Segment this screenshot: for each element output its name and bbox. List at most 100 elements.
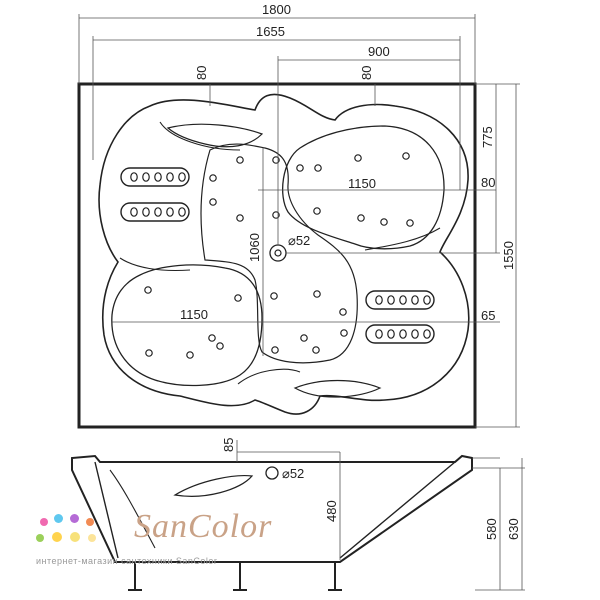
- logo-dot: [36, 534, 44, 542]
- dim-drain-diameter: ⌀52: [288, 233, 310, 248]
- panel-jet: [154, 207, 162, 217]
- center-channel: [200, 143, 358, 364]
- dim-overall-width: 1800: [262, 2, 291, 17]
- panel-jet: [154, 172, 162, 182]
- logo-dot: [86, 518, 94, 526]
- logo-dot: [54, 514, 63, 523]
- dim-rim-right: 80: [359, 66, 374, 80]
- jet-panels-right: [365, 290, 435, 344]
- jet-panel-upper-right: [365, 290, 435, 310]
- hydro-jet: [272, 211, 280, 219]
- drain-outer: [269, 244, 287, 262]
- panel-jet: [387, 329, 395, 339]
- hydro-jet: [380, 218, 388, 226]
- hydro-jet: [145, 349, 153, 357]
- dim-side-height-min: 580: [484, 518, 499, 540]
- hydro-jet: [314, 164, 322, 172]
- hydro-jet: [236, 214, 244, 222]
- hydro-jet: [271, 346, 279, 354]
- panel-jet: [178, 172, 186, 182]
- dim-seat-lower: 1150: [180, 307, 208, 322]
- upper-headrest: [166, 123, 264, 148]
- logo-dot: [40, 518, 48, 526]
- hydro-jet: [340, 329, 348, 337]
- drain: [269, 244, 287, 262]
- hydro-jet: [209, 174, 217, 182]
- basin-outline: [98, 93, 470, 415]
- hydro-jet: [300, 334, 308, 342]
- hydro-jet: [186, 351, 194, 359]
- hydro-jet: [209, 198, 217, 206]
- dim-rim-left: 80: [194, 66, 209, 80]
- jet-panel-lower-left: [120, 202, 190, 222]
- hydro-jet: [406, 219, 414, 227]
- panel-jet: [375, 329, 383, 339]
- top-view: [77, 82, 477, 429]
- left-ridge: [119, 257, 191, 271]
- hydro-jet: [272, 156, 280, 164]
- panel-jet: [375, 295, 383, 305]
- logo-dot: [52, 532, 62, 542]
- sancolor-logo: SanColor интернет-магазин сантехники San…: [30, 506, 280, 576]
- drain-inner: [274, 249, 282, 257]
- hydro-jet: [208, 334, 216, 342]
- right-ridge: [364, 227, 441, 251]
- hydro-jet: [312, 346, 320, 354]
- side-view: [71, 454, 473, 591]
- panel-jet: [411, 295, 419, 305]
- dim-inner-width: 1655: [256, 24, 285, 39]
- panel-jet: [142, 172, 150, 182]
- hydro-jet: [236, 156, 244, 164]
- hydro-jet: [402, 152, 410, 160]
- brand-name: SanColor: [134, 508, 273, 545]
- hydro-jet: [216, 342, 224, 350]
- panel-jet: [423, 329, 431, 339]
- side-armrest: [173, 475, 254, 497]
- upper-headrest-ridge: [159, 121, 241, 151]
- dim-side-height-max: 630: [506, 518, 521, 540]
- panel-jet: [399, 295, 407, 305]
- dim-right-mid: 80: [481, 175, 495, 190]
- side-overflow: [265, 466, 279, 480]
- logo-dot: [70, 532, 80, 542]
- panel-jet: [178, 207, 186, 217]
- jet-panels-left: [120, 167, 190, 222]
- dim-bowl-offset: 900: [368, 44, 390, 59]
- hydro-jet: [357, 214, 365, 222]
- hydro-jet: [313, 290, 321, 298]
- panel-jet: [387, 295, 395, 305]
- dim-right-lower: 65: [481, 308, 495, 323]
- dim-center-height: 1060: [247, 233, 262, 262]
- panel-jet: [166, 207, 174, 217]
- hydro-jet: [234, 294, 242, 302]
- panel-jet: [399, 329, 407, 339]
- panel-jets: [130, 172, 431, 339]
- logo-dot: [70, 514, 79, 523]
- jet-panel-upper-left: [120, 167, 190, 187]
- dim-seat-upper: 1150: [348, 176, 376, 191]
- dim-side-overflow: ⌀52: [282, 466, 304, 481]
- brand-subtitle: интернет-магазин сантехники SanColor: [36, 556, 218, 566]
- top-dimension-lines: [78, 14, 520, 428]
- hydro-jet: [144, 286, 152, 294]
- dim-right-upper: 775: [480, 126, 495, 148]
- side-headrest-ridge: [109, 469, 156, 549]
- logo-dot: [88, 534, 96, 542]
- lower-headrest-ridge: [237, 368, 301, 385]
- lower-headrest: [293, 379, 382, 398]
- panel-jet: [142, 207, 150, 217]
- hydro-jets: [144, 152, 414, 359]
- hydro-jet: [296, 164, 304, 172]
- lower-left-seat: [111, 264, 263, 387]
- upper-right-seat: [282, 125, 445, 250]
- side-profile-inner: [94, 461, 456, 559]
- hydro-jet: [339, 308, 347, 316]
- hydro-jet: [270, 292, 278, 300]
- tub-outer-frame: [77, 82, 477, 429]
- dim-total-depth: 1550: [501, 241, 516, 270]
- hydro-jet: [313, 207, 321, 215]
- jet-panel-lower-right: [365, 324, 435, 344]
- panel-jet: [423, 295, 431, 305]
- hydro-jet: [354, 154, 362, 162]
